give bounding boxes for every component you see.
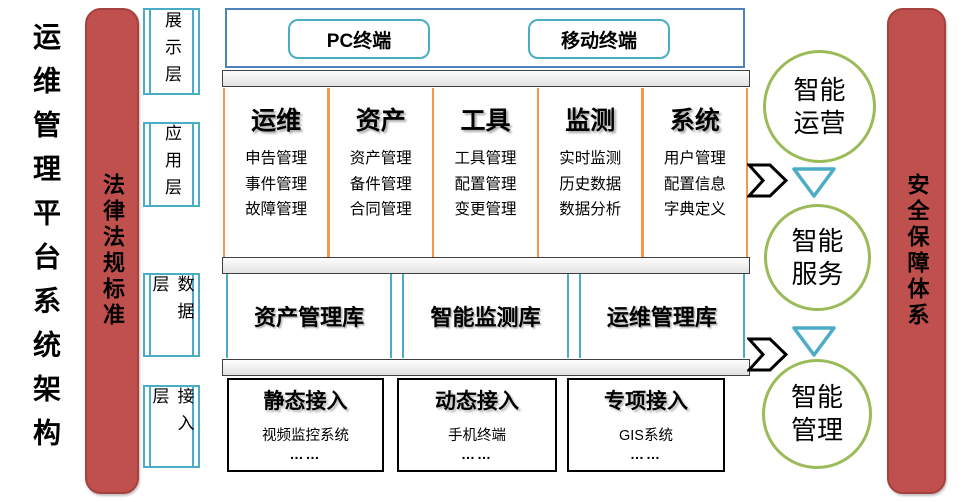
page-title-text: 运维管理平台系统架构 — [30, 22, 61, 462]
app-column-ops: 运维 申告管理 事件管理 故障管理 — [225, 88, 327, 257]
layer-label-frame — [149, 275, 194, 355]
app-column-monitoring: 监测 实时监测 历史数据 数据分析 — [539, 88, 641, 257]
display-layer-box: PC终端 移动终端 — [225, 8, 745, 68]
app-item: 工具管理 — [454, 150, 517, 167]
static-access-system: 视频监控系统 — [262, 428, 349, 444]
data-cell-divider — [566, 274, 581, 358]
app-item: 用户管理 — [663, 150, 726, 167]
app-column-divider — [641, 88, 644, 257]
app-column-title: 运维 — [251, 107, 302, 135]
app-item: 备件管理 — [349, 175, 412, 193]
layer-label-display-text: 展示层 — [162, 11, 181, 92]
monitoring-db-cell: 智能监测库 — [430, 305, 541, 330]
ops-db-cell: 运维管理库 — [606, 305, 717, 330]
smart-operation-line1: 智能 — [793, 75, 846, 105]
chevron-right-arrow-icon — [747, 163, 788, 198]
app-item: 配置信息 — [663, 175, 726, 193]
app-column-title: 资产 — [355, 107, 406, 135]
layer-label-data: 数据层 — [143, 273, 200, 357]
app-item: 历史数据 — [559, 175, 622, 193]
smart-operation-circle: 智能 运营 — [763, 50, 876, 163]
smart-management-line2: 管理 — [790, 416, 843, 445]
app-column-tools: 工具 工具管理 配置管理 变更管理 — [434, 88, 536, 257]
app-column-divider — [536, 88, 540, 257]
layer-label-data-text: 数据层 — [149, 275, 194, 329]
triangle-down-icon — [792, 167, 836, 198]
dynamic-access-title: 动态接入 — [435, 390, 519, 413]
app-item: 资产管理 — [349, 150, 412, 167]
layer-label-frame — [149, 387, 194, 466]
special-access-system: GIS系统 — [619, 428, 673, 444]
app-item: 字典定义 — [663, 201, 726, 218]
app-item: 数据分析 — [559, 201, 622, 218]
pc-terminal-box: PC终端 — [288, 19, 430, 59]
static-access-title: 静态接入 — [263, 390, 348, 413]
mobile-terminal-label: 移动终端 — [560, 30, 637, 52]
dynamic-access-system: 手机终端 — [448, 428, 506, 444]
layer-label-display: 展示层 — [143, 8, 200, 95]
application-layer-section: 运维 申告管理 事件管理 故障管理 资产 资产管理 备件管理 合同管理 工具 工… — [223, 88, 748, 257]
triangle-down-icon — [792, 326, 836, 357]
layer-label-application-text: 应用层 — [162, 124, 181, 205]
layer-label-frame — [149, 124, 194, 205]
layer-label-frame — [149, 10, 194, 93]
app-item: 申告管理 — [245, 150, 308, 167]
security-system-pillar: 安全保障体系 — [887, 8, 946, 494]
data-cell-divider — [390, 274, 405, 358]
special-access-title: 专项接入 — [604, 390, 688, 413]
app-column-title: 系统 — [669, 107, 720, 135]
special-access-box: 专项接入 GIS系统 …… — [567, 378, 725, 472]
static-access-box: 静态接入 视频监控系统 …… — [227, 378, 384, 472]
layer-label-access-text: 接入层 — [149, 387, 194, 441]
ellipsis-text: …… — [461, 446, 493, 462]
smart-service-circle: 智能 服务 — [764, 204, 871, 311]
smart-management-circle: 智能 管理 — [762, 359, 872, 469]
data-layer-section: 资产管理库 智能监测库 运维管理库 — [226, 274, 745, 358]
asset-db-cell: 资产管理库 — [254, 305, 365, 330]
app-item: 配置管理 — [454, 175, 517, 193]
security-system-label: 安全保障体系 — [904, 173, 930, 329]
separator-bar-bottom — [222, 359, 750, 376]
smart-management-line1: 智能 — [790, 383, 843, 412]
app-item: 实时监测 — [559, 150, 622, 167]
pc-terminal-label: PC终端 — [326, 30, 392, 52]
app-item: 故障管理 — [245, 201, 308, 218]
ellipsis-text: …… — [289, 446, 322, 462]
chevron-right-arrow-icon — [747, 337, 788, 372]
app-column-system: 系统 用户管理 配置信息 字典定义 — [644, 88, 746, 257]
layer-label-application: 应用层 — [143, 122, 200, 207]
app-column-divider — [431, 88, 435, 257]
dynamic-access-box: 动态接入 手机终端 …… — [397, 378, 557, 472]
app-column-title: 监测 — [565, 107, 616, 135]
app-item: 合同管理 — [349, 201, 412, 218]
app-column-divider — [327, 88, 330, 257]
ellipsis-text: …… — [630, 446, 662, 462]
layer-label-access: 接入层 — [143, 385, 200, 468]
page-title: 运维管理平台系统架构 — [22, 22, 68, 482]
law-standards-label: 法律法规标准 — [100, 173, 125, 329]
app-column-assets: 资产 资产管理 备件管理 合同管理 — [330, 88, 432, 257]
app-item: 变更管理 — [454, 201, 517, 218]
app-item: 事件管理 — [245, 175, 308, 193]
smart-service-line2: 服务 — [791, 259, 844, 289]
app-column-title: 工具 — [460, 107, 511, 135]
mobile-terminal-box: 移动终端 — [528, 19, 670, 59]
smart-service-line1: 智能 — [791, 226, 844, 256]
separator-bar-top — [222, 70, 750, 87]
separator-bar-middle — [222, 257, 750, 274]
smart-operation-line2: 运营 — [793, 108, 846, 138]
law-standards-pillar: 法律法规标准 — [85, 8, 139, 494]
